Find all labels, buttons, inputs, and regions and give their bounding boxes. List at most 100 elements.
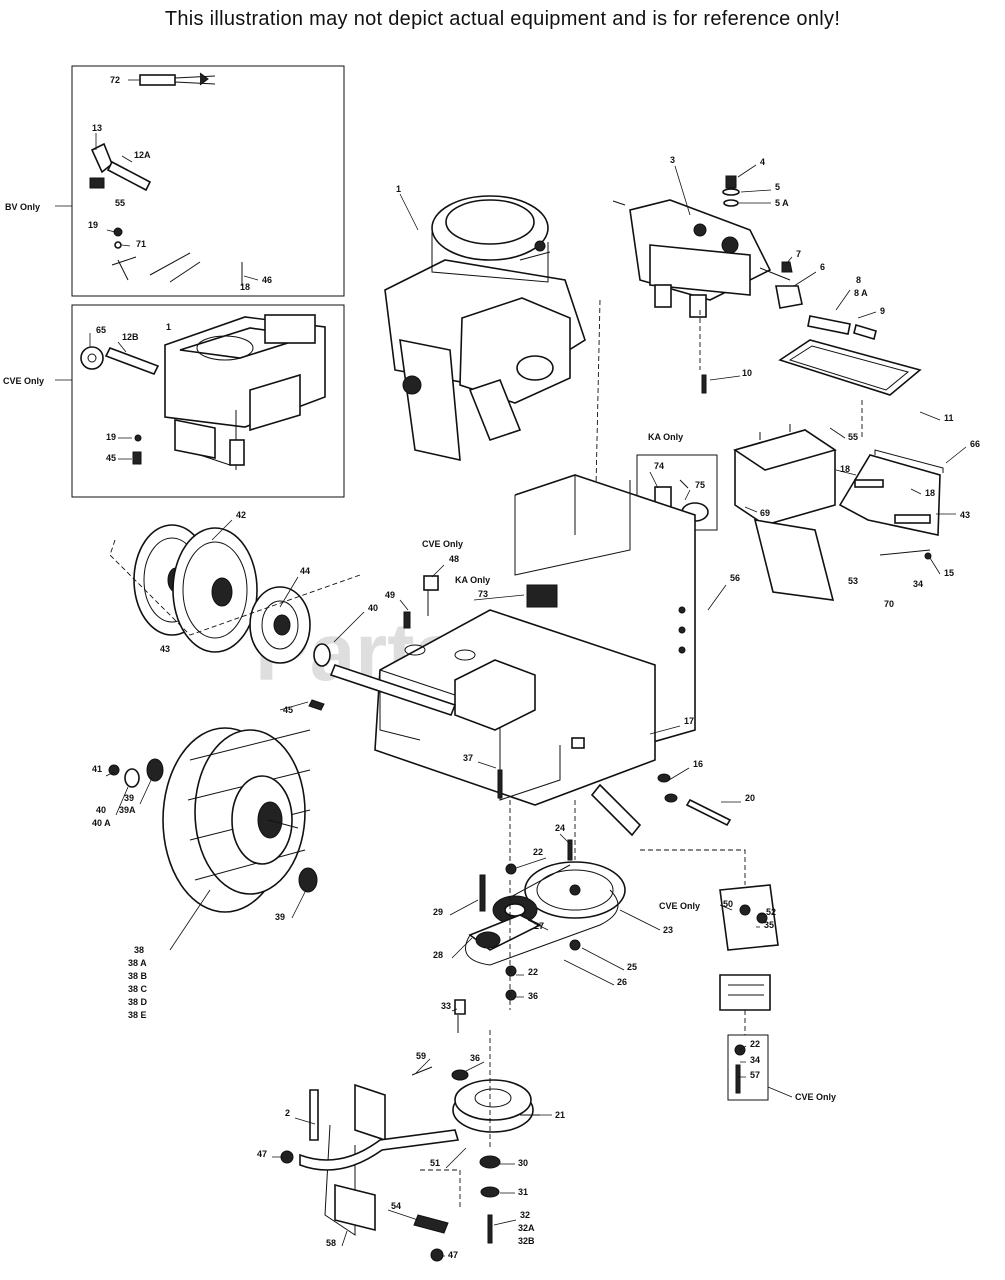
label-46: 46 xyxy=(262,275,272,285)
note-cve-only-bottom: CVE Only xyxy=(795,1092,836,1102)
label-35: 35 xyxy=(764,920,774,930)
engine-part[interactable] xyxy=(384,195,586,462)
nut-16b-part[interactable] xyxy=(664,793,678,803)
label-59: 59 xyxy=(416,1051,426,1061)
part-73[interactable] xyxy=(526,584,558,608)
rear-axle-part[interactable] xyxy=(329,664,457,716)
label-39: 39 xyxy=(124,793,134,803)
washer-31-part[interactable] xyxy=(480,1186,500,1198)
bearing-39-part[interactable] xyxy=(146,758,164,782)
hub-part[interactable] xyxy=(249,586,311,664)
label-3: 3 xyxy=(670,155,675,165)
label-50: 50 xyxy=(723,899,733,909)
nut-25-part[interactable] xyxy=(569,939,581,951)
tube-part[interactable] xyxy=(104,346,160,376)
label-19-cve: 19 xyxy=(106,432,116,442)
bolt-10-part[interactable] xyxy=(701,374,707,394)
bolt-20-part[interactable] xyxy=(685,798,732,827)
label-21: 21 xyxy=(555,1110,565,1120)
bolt-48-part[interactable] xyxy=(423,575,439,591)
pin-29-part[interactable] xyxy=(479,874,486,912)
bearing-39b-part[interactable] xyxy=(298,867,318,893)
label-53: 53 xyxy=(848,576,858,586)
clutch-arm-part[interactable] xyxy=(299,1089,460,1171)
washer-36-part[interactable] xyxy=(451,1069,469,1081)
label-40-wheel: 40 xyxy=(96,805,106,815)
label-54: 54 xyxy=(391,1201,401,1211)
note-ka-only-73: KA Only xyxy=(455,575,490,585)
label-39-right: 39 xyxy=(275,912,285,922)
washer-22-part[interactable] xyxy=(505,863,517,875)
ring-part[interactable] xyxy=(80,346,104,370)
front-axle-part[interactable] xyxy=(590,783,642,837)
label-32b: 32B xyxy=(518,1236,535,1246)
idler-arm-part[interactable] xyxy=(468,914,542,951)
label-1-inset: 1 xyxy=(166,322,171,332)
battery-tray-part[interactable] xyxy=(838,449,944,536)
fitting-parts[interactable] xyxy=(722,175,877,341)
label-37: 37 xyxy=(463,753,473,763)
frame-part[interactable] xyxy=(374,474,696,806)
nut-36-part[interactable] xyxy=(505,989,517,1001)
cve-engine-part[interactable] xyxy=(164,314,326,470)
battery-part[interactable] xyxy=(733,424,837,526)
label-15: 15 xyxy=(944,568,954,578)
bolt-49-part[interactable] xyxy=(403,611,411,629)
washer-part[interactable] xyxy=(114,241,122,249)
label-43-tray: 43 xyxy=(960,510,970,520)
label-40a: 40 A xyxy=(92,818,111,828)
nut-47b-part[interactable] xyxy=(430,1248,444,1262)
retainer-41-part[interactable] xyxy=(108,764,120,776)
washer-40-part[interactable] xyxy=(313,643,331,667)
label-55: 55 xyxy=(848,432,858,442)
note-ka-only-box: KA Only xyxy=(648,432,683,442)
bolt-37-part[interactable] xyxy=(497,769,503,799)
label-51: 51 xyxy=(430,1158,440,1168)
label-2: 2 xyxy=(285,1108,290,1118)
bolt-32-part[interactable] xyxy=(487,1214,493,1244)
label-27: 27 xyxy=(534,921,544,931)
bushing-part[interactable] xyxy=(571,737,585,749)
label-16: 16 xyxy=(693,759,703,769)
bolt-45-part[interactable] xyxy=(308,699,325,711)
label-24: 24 xyxy=(555,823,565,833)
battery-cover-part[interactable] xyxy=(753,519,835,601)
label-28: 28 xyxy=(433,950,443,960)
transmission-part[interactable] xyxy=(612,199,791,318)
label-10: 10 xyxy=(742,368,752,378)
label-38: 38 xyxy=(134,945,144,955)
label-41: 41 xyxy=(92,764,102,774)
label-73: 73 xyxy=(478,589,488,599)
label-69: 69 xyxy=(760,508,770,518)
spring-54-part[interactable] xyxy=(413,1214,449,1234)
label-13: 13 xyxy=(92,123,102,133)
nut-part[interactable] xyxy=(113,227,123,237)
bolt-59-part[interactable] xyxy=(411,1066,433,1076)
nut-part-2[interactable] xyxy=(134,434,142,442)
nut-16-part[interactable] xyxy=(657,773,671,783)
label-12b: 12B xyxy=(122,332,139,342)
washer-40a-part[interactable] xyxy=(124,768,140,788)
battery-mat-part[interactable] xyxy=(778,339,922,396)
bolt-part[interactable] xyxy=(132,451,142,465)
label-40: 40 xyxy=(368,603,378,613)
drive-pulley-part[interactable] xyxy=(172,527,258,653)
label-26: 26 xyxy=(617,977,627,987)
bolt-33-part[interactable] xyxy=(454,999,466,1015)
washer-22b-part[interactable] xyxy=(505,965,517,977)
pto-clutch-part[interactable] xyxy=(452,1079,540,1133)
label-57: 57 xyxy=(750,1070,760,1080)
label-20: 20 xyxy=(745,793,755,803)
drive-belt-part[interactable] xyxy=(465,864,619,966)
nut-47-part[interactable] xyxy=(280,1150,294,1164)
fuel-elbow-part[interactable] xyxy=(89,133,152,192)
throttle-cable-part[interactable] xyxy=(128,72,216,86)
label-18-inset: 18 xyxy=(240,282,250,292)
note-cve-only-48: CVE Only xyxy=(422,539,463,549)
rear-wheel-part[interactable] xyxy=(162,727,311,913)
bolt-24-part[interactable] xyxy=(567,839,573,861)
label-56: 56 xyxy=(730,573,740,583)
note-cve-only-clutch: CVE Only xyxy=(659,901,700,911)
washer-30-part[interactable] xyxy=(479,1155,501,1169)
